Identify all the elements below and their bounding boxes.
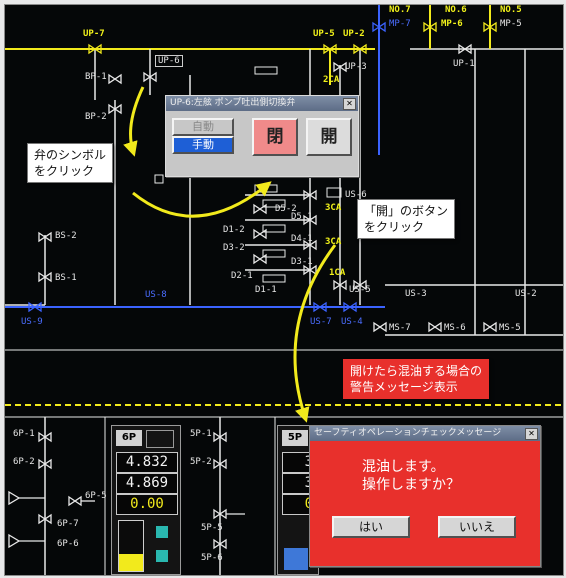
callout-open-button: 「開」のボタン をクリック	[357, 199, 456, 239]
warning-dialog-title: セーフティオペレーションチェックメッセージ	[314, 428, 502, 438]
valve-label-d11[interactable]: D1-1	[255, 285, 277, 295]
valve-label-us7[interactable]: US-7	[310, 317, 332, 327]
valve-label-up1[interactable]: UP-1	[453, 59, 475, 69]
status-lamp-1	[156, 526, 168, 538]
close-icon[interactable]: ✕	[343, 98, 356, 110]
manual-mode-button[interactable]: 手動	[172, 136, 234, 154]
open-valve-button[interactable]: 開	[306, 118, 352, 156]
valve-label-up6[interactable]: UP-6	[155, 55, 183, 67]
valve-label-6p6[interactable]: 6P-6	[57, 539, 79, 549]
tank-id-6p: 6P	[116, 430, 142, 446]
warning-message-line1: 混油します。	[362, 459, 445, 475]
valve-label-ms6[interactable]: MS-6	[444, 323, 466, 333]
header-label-no6: NO.6	[445, 5, 467, 15]
callout-open-line1: 「開」のボタン	[364, 204, 449, 218]
rating-label-1: 2CA	[323, 75, 340, 85]
valve-label-5p5[interactable]: 5P-5	[201, 523, 223, 533]
tank-level-fill-5p	[284, 548, 308, 570]
valve-label-6p2[interactable]: 6P-2	[13, 457, 35, 467]
tank-value-6p-2: 4.869	[116, 473, 178, 494]
annotation-arrows	[123, 86, 337, 423]
callout-warning-line1: 開けたら混油する場合の	[350, 364, 483, 378]
header-label-no7: NO.7	[389, 5, 411, 15]
arrow-to-warning	[293, 244, 337, 423]
valve-label-6p5[interactable]: 6P-5	[85, 491, 107, 501]
arrow-to-open-button	[132, 181, 272, 218]
valve-label-up2[interactable]: UP-2	[343, 29, 365, 39]
valve-label-mp7[interactable]: MP-7	[389, 19, 411, 29]
tank-level-fill-6p	[119, 553, 143, 571]
valve-label-us4[interactable]: US-4	[341, 317, 363, 327]
callout-warning-line2: 警告メッセージ表示	[350, 380, 458, 394]
valve-label-us2[interactable]: US-2	[515, 289, 537, 299]
valve-label-bp1[interactable]: BP-1	[85, 72, 107, 82]
status-lamp-2	[156, 550, 168, 562]
valve-label-us8[interactable]: US-8	[145, 290, 167, 300]
callout-warning: 開けたら混油する場合の 警告メッセージ表示	[343, 359, 490, 399]
tank-level-bar-6p	[118, 520, 144, 572]
valve-label-d12[interactable]: D1-2	[223, 225, 245, 235]
callout-valve-line2: をクリック	[34, 164, 95, 178]
warning-dialog-titlebar: セーフティオペレーションチェックメッセージ ✕	[310, 426, 540, 441]
rating-label-3: 3CA	[325, 237, 342, 247]
valve-label-5p1[interactable]: 5P-1	[190, 429, 212, 439]
valve-dialog-title: UP-6:左舷 ポンプ吐出側切換弁	[170, 98, 296, 108]
tank-indicator-6p	[146, 430, 174, 448]
valve-label-us5[interactable]: US-5	[349, 285, 371, 295]
valve-label-up3[interactable]: UP-3	[345, 62, 367, 72]
tank-panel-6p: 6P 4.832 4.869 0.00	[111, 425, 181, 575]
valve-label-d21[interactable]: D2-1	[231, 271, 253, 281]
close-icon[interactable]: ✕	[525, 428, 538, 440]
valve-label-5p2[interactable]: 5P-2	[190, 457, 212, 467]
valve-label-d51[interactable]: D5-1	[291, 212, 313, 222]
valve-label-d31[interactable]: D3-1	[291, 257, 313, 267]
valve-label-bs2[interactable]: BS-2	[55, 231, 77, 241]
valve-operation-dialog: UP-6:左舷 ポンプ吐出側切換弁 ✕ 自動 手動 閉 開	[165, 95, 359, 177]
scada-screen: NO.7 NO.6 NO.5 UP-7 UP-6 BP-1 BP-2 UP-5 …	[4, 4, 564, 576]
valve-label-up7[interactable]: UP-7	[83, 29, 105, 39]
valve-label-d41[interactable]: D4-1	[291, 234, 313, 244]
valve-label-d52[interactable]: D5-2	[275, 204, 297, 214]
valve-label-us3[interactable]: US-3	[405, 289, 427, 299]
valve-label-ms5[interactable]: MS-5	[499, 323, 521, 333]
arrow-to-valve	[123, 86, 145, 157]
callout-open-line2: をクリック	[364, 220, 425, 234]
callout-valve-symbol: 弁のシンボル をクリック	[27, 143, 114, 183]
rating-label-2: 3CA	[325, 203, 342, 213]
callout-valve-line1: 弁のシンボル	[34, 148, 107, 162]
valve-label-6p7[interactable]: 6P-7	[57, 519, 79, 529]
tank-value-6p-1: 4.832	[116, 452, 178, 473]
close-valve-button[interactable]: 閉	[252, 118, 298, 156]
valve-dialog-titlebar: UP-6:左舷 ポンプ吐出側切換弁 ✕	[166, 96, 358, 111]
warning-message-line2: 操作しますか？	[362, 477, 460, 493]
tank-value-6p-3: 0.00	[116, 494, 178, 515]
valve-label-us9[interactable]: US-9	[21, 317, 43, 327]
valve-label-mp6[interactable]: MP-6	[441, 19, 463, 29]
valve-label-5p6[interactable]: 5P-6	[201, 553, 223, 563]
valve-label-6p1[interactable]: 6P-1	[13, 429, 35, 439]
rating-label-4: 1CA	[329, 268, 346, 278]
valve-label-bp2[interactable]: BP-2	[85, 112, 107, 122]
valve-label-d32[interactable]: D3-2	[223, 243, 245, 253]
yes-button[interactable]: はい	[332, 516, 410, 538]
auto-mode-button[interactable]: 自動	[172, 118, 234, 136]
valve-label-us6[interactable]: US-6	[345, 190, 367, 200]
tank-id-5p: 5P	[282, 430, 308, 446]
warning-message: 混油します。 操作しますか？	[362, 458, 460, 494]
no-button[interactable]: いいえ	[438, 516, 516, 538]
safety-warning-dialog: セーフティオペレーションチェックメッセージ ✕ 混油します。 操作しますか？ は…	[309, 425, 541, 567]
valve-label-up5[interactable]: UP-5	[313, 29, 335, 39]
valve-label-bs1[interactable]: BS-1	[55, 273, 77, 283]
header-label-no5: NO.5	[500, 5, 522, 15]
valve-label-ms7[interactable]: MS-7	[389, 323, 411, 333]
valve-label-mp5[interactable]: MP-5	[500, 19, 522, 29]
